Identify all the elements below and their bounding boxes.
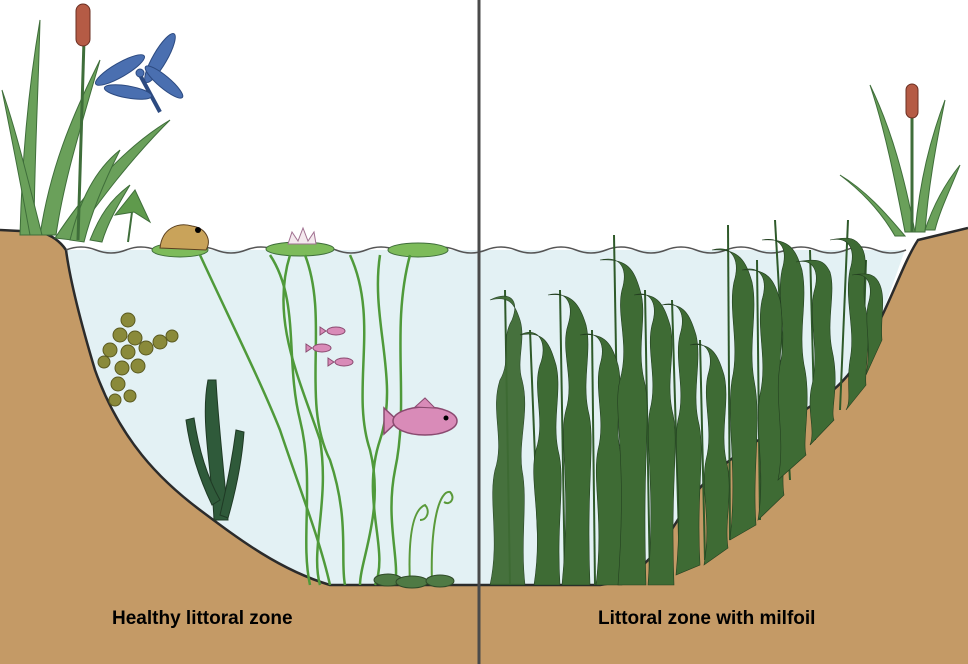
caption-healthy-littoral-zone: Healthy littoral zone bbox=[112, 608, 293, 630]
caption-littoral-zone-with-milfoil: Littoral zone with milfoil bbox=[598, 608, 815, 630]
bottom-moss bbox=[374, 574, 454, 588]
